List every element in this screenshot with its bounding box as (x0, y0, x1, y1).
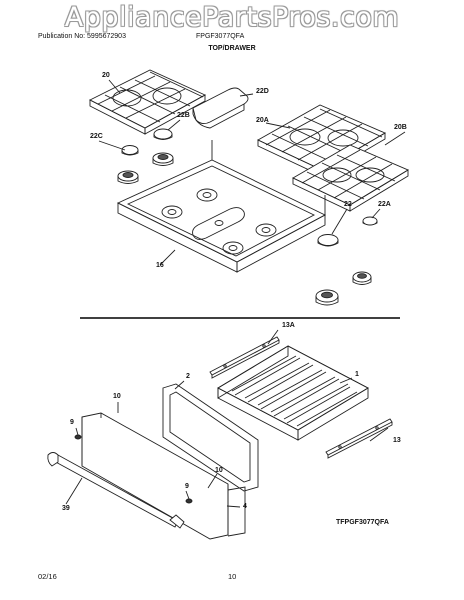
griddle-22d (192, 87, 249, 129)
inner-panel-10 (81, 412, 229, 540)
page-number: 10 (228, 572, 237, 581)
cooktop-16 (116, 140, 326, 273)
callout-20: 20 (102, 72, 110, 79)
model-number: FPGF3077QFA (196, 33, 245, 40)
callout-22a: 22A (378, 201, 391, 208)
publication-number: Publication No: 5995672903 (38, 33, 126, 40)
handle-39 (47, 452, 185, 529)
rail-13 (325, 418, 393, 459)
rail-13a (209, 336, 280, 379)
callout-10b: 10 (215, 467, 223, 474)
burner-head-22c (117, 170, 139, 184)
burner-cap-22 (317, 234, 339, 247)
callout-13a: 13A (282, 322, 295, 329)
callout-20b: 20B (394, 124, 407, 131)
grate-20 (89, 69, 207, 135)
screw-9a (74, 434, 82, 440)
drawer-1 (217, 345, 369, 441)
screw-9b (185, 498, 193, 504)
callout-22d: 22D (256, 88, 269, 95)
callout-16: 16 (156, 262, 164, 269)
callout-10a: 10 (113, 393, 121, 400)
callout-13: 13 (393, 437, 401, 444)
burner-cap-22c (121, 145, 139, 156)
burner-cap-22b (153, 128, 173, 140)
callout-39: 39 (62, 505, 70, 512)
callout-9b: 9 (185, 483, 189, 490)
callout-20a: 20A (256, 117, 269, 124)
burner-head-22 (315, 289, 339, 306)
drawer-front-4 (227, 486, 246, 537)
watermark: AppliancePartsPros.com (64, 2, 400, 33)
figure-code: TFPGF3077QFA (336, 519, 389, 526)
drawer-frame-2 (162, 383, 259, 492)
callout-4: 4 (243, 503, 247, 510)
section-title: TOP/DRAWER (208, 45, 256, 52)
callout-22: 22 (344, 201, 352, 208)
burner-cap-22a (362, 216, 378, 226)
burner-head-22a (352, 271, 372, 285)
callout-22c: 22C (90, 133, 103, 140)
callout-1: 1 (355, 371, 359, 378)
callout-2: 2 (186, 373, 190, 380)
burner-head-22b (152, 152, 174, 166)
footer-date: 02/16 (38, 572, 57, 581)
grate-20b (292, 144, 409, 212)
callout-22b: 22B (177, 112, 190, 119)
callout-9a: 9 (70, 419, 74, 426)
